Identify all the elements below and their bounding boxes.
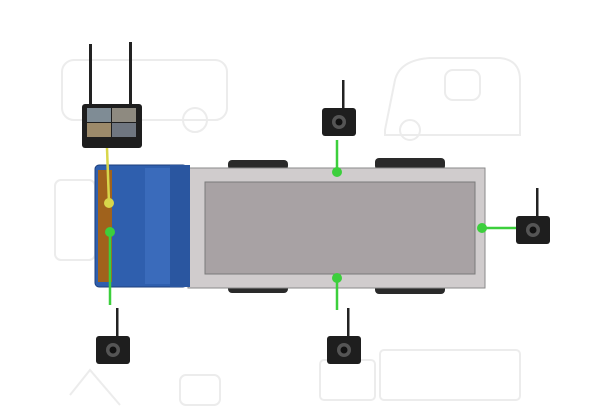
trailer xyxy=(187,167,486,289)
camera-bottom-center-icon xyxy=(327,308,361,364)
camera-right-icon xyxy=(516,188,550,244)
camera-top-icon xyxy=(322,80,356,136)
connection-lines xyxy=(105,140,516,310)
connection-points xyxy=(104,167,487,283)
monitor-icon xyxy=(82,42,142,148)
background-vehicle-outlines xyxy=(54,57,521,406)
camera-bottom-left-icon xyxy=(96,308,130,364)
